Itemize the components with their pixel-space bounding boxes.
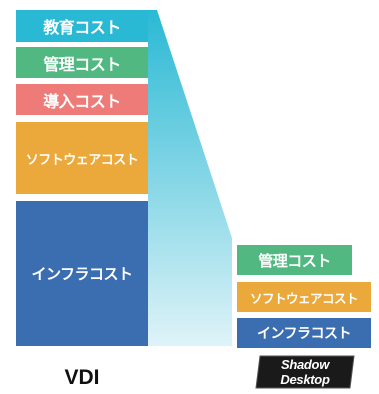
vdi-software-cost: ソフトウェアコスト	[16, 122, 148, 194]
vdi-introduction-cost: 導入コスト	[16, 84, 148, 115]
shadow-desktop-logo-shape	[255, 355, 355, 389]
shadow-desktop-logo-line2: Desktop	[280, 372, 330, 387]
shadow-software-cost-label: ソフトウェアコスト	[249, 290, 359, 306]
vdi-education-cost: 教育コスト	[16, 10, 148, 42]
vdi-infrastructure-cost: インフラコスト	[16, 201, 148, 346]
vdi-introduction-cost-label: 導入コスト	[43, 91, 121, 111]
shadow-management-cost: 管理コスト	[237, 245, 352, 275]
shadow-software-cost: ソフトウェアコスト	[237, 282, 371, 312]
shadow-infrastructure-cost-label: インフラコスト	[256, 326, 352, 342]
vdi-management-cost-label: 管理コスト	[43, 54, 121, 74]
vdi-label: VDI	[64, 366, 100, 389]
shadow-management-cost-label: 管理コスト	[258, 251, 331, 270]
vdi-software-cost-label: ソフトウェアコスト	[25, 152, 139, 168]
vdi-infrastructure-cost-label: インフラコスト	[31, 265, 133, 283]
shadow-desktop-logo-line1: Shadow	[280, 357, 330, 372]
vdi-education-cost-label: 教育コスト	[43, 18, 121, 37]
vdi-management-cost: 管理コスト	[16, 47, 148, 78]
shadow-desktop-logo: Shadow Desktop	[254, 354, 356, 390]
shadow-infrastructure-cost: インフラコスト	[237, 318, 371, 348]
